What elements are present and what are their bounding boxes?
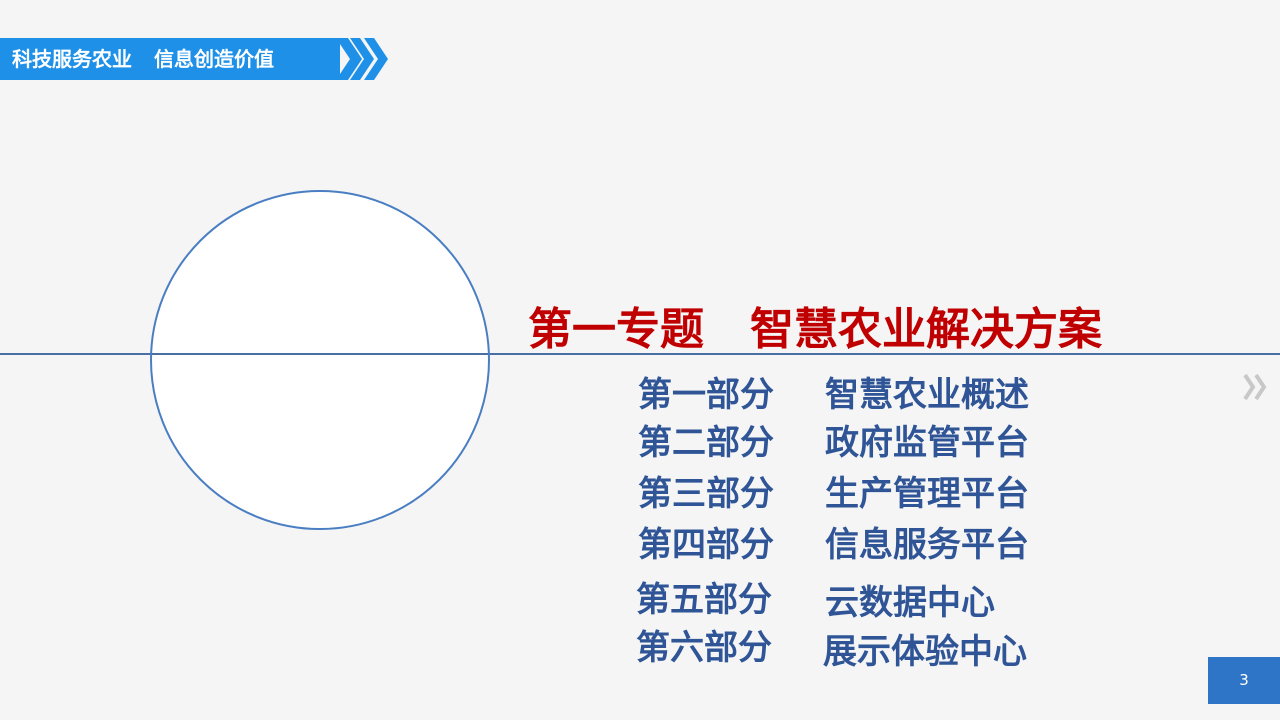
agenda-item: 第二部分 政府监管平台 <box>638 421 1058 465</box>
agenda-item: 第四部分 信息服务平台 <box>638 523 1058 567</box>
agenda-name: 展示体验中心 <box>823 632 1027 672</box>
decorative-circle <box>150 190 490 530</box>
slogan-left: 科技服务农业 <box>12 47 132 71</box>
agenda-item: 第五部分 云数据中心 <box>636 578 1056 623</box>
agenda-name: 政府监管平台 <box>825 423 1029 463</box>
agenda-part: 第四部分 <box>638 525 774 565</box>
double-chevron-right-icon <box>336 38 388 80</box>
agenda-part: 第一部分 <box>638 375 774 415</box>
agenda-part: 第二部分 <box>638 423 774 463</box>
horizontal-divider <box>0 353 1280 355</box>
title-topic: 第一专题 <box>528 304 704 355</box>
circle-divider <box>152 353 488 355</box>
agenda-item: 第六部分 展示体验中心 <box>636 626 1056 672</box>
agenda-name: 信息服务平台 <box>825 525 1029 565</box>
agenda-item: 第一部分 智慧农业概述 <box>638 373 1058 417</box>
header-banner: 科技服务农业信息创造价值 <box>0 38 340 80</box>
agenda-part: 第六部分 <box>636 628 772 668</box>
agenda-part: 第五部分 <box>636 580 772 620</box>
title-subject: 智慧农业解决方案 <box>750 304 1102 355</box>
agenda-name: 云数据中心 <box>825 583 995 623</box>
header-slogan: 科技服务农业信息创造价值 <box>12 38 274 80</box>
agenda-name: 生产管理平台 <box>825 474 1029 514</box>
agenda-item: 第三部分 生产管理平台 <box>638 472 1058 516</box>
double-chevron-right-icon <box>1243 373 1267 401</box>
page-title: 第一专题智慧农业解决方案 <box>528 302 1102 358</box>
agenda-part: 第三部分 <box>638 474 774 514</box>
slogan-right: 信息创造价值 <box>154 47 274 71</box>
page-number: 3 <box>1208 657 1280 704</box>
agenda-name: 智慧农业概述 <box>825 375 1029 415</box>
